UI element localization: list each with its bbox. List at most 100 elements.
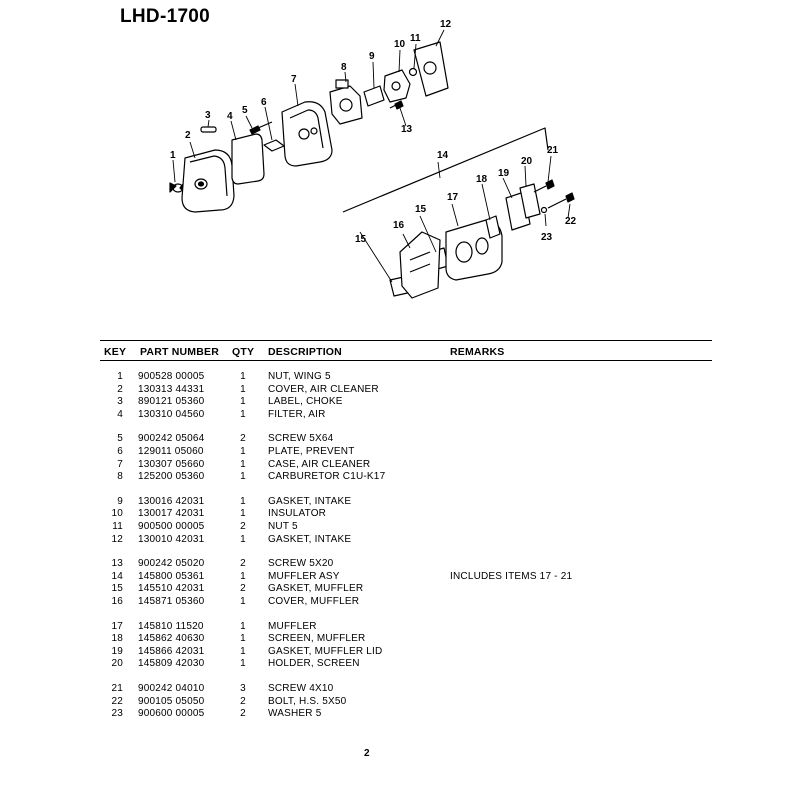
- cell-part-number: 900242 05020: [138, 558, 205, 570]
- cell-key: 3: [117, 396, 123, 408]
- cell-part-number: 145866 42031: [138, 645, 205, 657]
- part-prevent-plate: [263, 139, 285, 152]
- cell-part-number: 900242 05064: [138, 433, 205, 445]
- cell-key: 7: [117, 458, 123, 470]
- cell-part-number: 129011 05060: [138, 446, 204, 457]
- part-air-cleaner-cover: [181, 149, 235, 213]
- table-row: 12 130010 42031 1 GASKET, INTAKE: [100, 534, 700, 547]
- cell-qty: 1: [240, 446, 246, 457]
- cell-description: FILTER, AIR: [268, 408, 326, 420]
- cell-key: 11: [112, 521, 123, 532]
- cell-part-number: 145510 42031: [138, 583, 205, 595]
- callout-23: 23: [541, 232, 553, 243]
- cell-description: CASE, AIR CLEANER: [268, 458, 371, 470]
- cell-part-number: 130010 42031: [138, 533, 205, 545]
- part-washer-5: [540, 206, 548, 214]
- cell-part-number: 900528 00005: [138, 371, 205, 382]
- part-intake-gasket-12: [413, 41, 449, 97]
- cell-key: 1: [117, 371, 123, 382]
- cell-description: WASHER 5: [268, 708, 322, 720]
- cell-part-number: 900500 00005: [138, 521, 205, 532]
- col-header-key: KEY: [104, 346, 127, 358]
- cell-part-number: 900105 05050: [138, 695, 205, 707]
- part-air-filter: [231, 133, 265, 185]
- cell-part-number: 125200 05360: [138, 471, 205, 483]
- callout-16: 16: [393, 220, 405, 231]
- callout-8: 8: [341, 62, 347, 73]
- part-bolt-5x50: [547, 192, 575, 209]
- callout-17: 17: [447, 192, 459, 203]
- page-title: LHD-1700: [120, 6, 211, 27]
- cell-part-number: 130313 44331: [138, 383, 205, 395]
- cell-key: 19: [111, 645, 123, 657]
- callout-6: 6: [261, 97, 267, 108]
- cell-part-number: 900600 00005: [138, 708, 205, 720]
- part-muffler-screen: [485, 215, 501, 239]
- cell-description: GASKET, MUFFLER: [268, 583, 364, 595]
- part-air-cleaner-case: [281, 101, 333, 167]
- muffler-assembly-bracket: [342, 127, 549, 213]
- col-header-part-number: PART NUMBER: [140, 346, 220, 358]
- cell-description: BOLT, H.S. 5X50: [268, 695, 347, 707]
- cell-description: COVER, MUFFLER: [268, 596, 360, 607]
- cell-description: SCREW 5X20: [268, 558, 334, 570]
- cell-description: GASKET, INTAKE: [268, 533, 352, 545]
- cell-description: CARBURETOR C1U-K17: [268, 471, 386, 483]
- cell-qty: 1: [240, 533, 246, 545]
- callout-21: 21: [547, 145, 559, 156]
- cell-description: COVER, AIR CLEANER: [268, 383, 379, 395]
- callout-5: 5: [242, 105, 248, 116]
- cell-description: PLATE, PREVENT: [268, 446, 355, 457]
- cell-part-number: 145862 40630: [138, 633, 205, 645]
- callout-18: 18: [476, 174, 488, 185]
- cell-key: 21: [111, 683, 123, 694]
- cell-key: 12: [111, 533, 123, 545]
- col-header-description: DESCRIPTION: [268, 346, 342, 358]
- cell-qty: 1: [240, 508, 246, 520]
- cell-key: 15: [111, 583, 123, 595]
- cell-key: 8: [117, 471, 123, 483]
- cell-qty: 1: [240, 396, 246, 408]
- cell-qty: 3: [240, 683, 246, 694]
- cell-description: INSULATOR: [268, 508, 327, 520]
- cell-key: 16: [111, 596, 123, 607]
- cell-qty: 1: [240, 620, 246, 632]
- callout-13: 13: [401, 124, 413, 135]
- callout-15: 15: [355, 234, 367, 245]
- callout-leaders: [172, 29, 571, 283]
- cell-qty: 1: [240, 371, 246, 382]
- cell-key: 14: [111, 570, 123, 582]
- callout-22: 22: [565, 216, 577, 227]
- cell-qty: 1: [240, 658, 246, 670]
- cell-qty: 2: [240, 583, 246, 595]
- cell-qty: 2: [240, 521, 246, 532]
- cell-description: HOLDER, SCREEN: [268, 658, 360, 670]
- cell-key: 13: [111, 558, 123, 570]
- cell-key: 2: [117, 383, 123, 395]
- callout-7: 7: [291, 74, 297, 85]
- cell-key: 17: [111, 620, 123, 632]
- cell-description: SCREW 4X10: [268, 683, 334, 694]
- cell-key: 6: [117, 446, 123, 457]
- cell-key: 22: [111, 695, 123, 707]
- cell-qty: 1: [240, 408, 246, 420]
- cell-remarks: INCLUDES ITEMS 17 - 21: [450, 570, 573, 582]
- callout-4: 4: [227, 111, 233, 122]
- col-header-remarks: REMARKS: [450, 346, 505, 358]
- cell-qty: 2: [240, 708, 246, 720]
- callout-15: 15: [415, 204, 427, 215]
